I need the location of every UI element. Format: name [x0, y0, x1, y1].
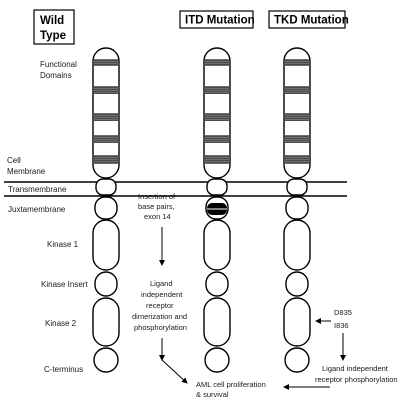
- receptor-tkd: [283, 47, 311, 373]
- arrow-dimerization-to-outcome: [161, 359, 188, 384]
- receptors: [92, 47, 311, 373]
- label-cell-membrane-1: Cell: [7, 156, 21, 165]
- kinase-2-domain: [203, 297, 231, 347]
- header-wild-type-line2: Type: [40, 30, 66, 42]
- header-wild-type-line1: Wild: [40, 15, 64, 27]
- dimerization-line-2: independent: [141, 290, 183, 299]
- kinase-2-domain: [92, 297, 120, 347]
- annotation-tkd-mutations: D835 I836: [334, 308, 352, 330]
- functional-band-4: [94, 135, 118, 143]
- label-functional-domains-2: Domains: [40, 71, 72, 80]
- c-terminus-domain: [284, 347, 310, 373]
- functional-band-3: [94, 113, 118, 121]
- functional-band-2: [94, 86, 118, 94]
- functional-band-3: [285, 113, 309, 121]
- outcome-line-1: AML cell proliferation: [196, 380, 266, 389]
- header-wild-type: Wild Type: [33, 9, 75, 45]
- receptor-itd: [203, 47, 231, 373]
- transmembrane-domain: [286, 178, 308, 196]
- itd-insertion-line-2: base pairs,: [138, 202, 175, 211]
- label-kinase-2: Kinase 2: [45, 319, 77, 328]
- kinase-1-domain: [92, 219, 120, 271]
- functional-band-5: [205, 155, 229, 164]
- label-cell-membrane-2: Membrane: [7, 167, 46, 176]
- header-itd-box: [179, 10, 254, 29]
- juxtamembrane-domain: [94, 196, 118, 220]
- dimerization-line-3: receptor: [146, 301, 174, 310]
- header-tkd-box: [268, 10, 346, 29]
- itd-insertion-line-3: exon 14: [144, 212, 171, 221]
- tkd-phosphorylation-line-2: receptor phosphorylation: [315, 375, 398, 384]
- header-itd: ITD Mutation: [179, 10, 255, 29]
- transmembrane-domain: [95, 178, 117, 196]
- kinase-insert-domain: [94, 271, 118, 297]
- itd-insertion-line-1: Insertion of: [138, 192, 176, 201]
- header-wild-type-box: [33, 9, 75, 45]
- transmembrane-domain: [206, 178, 228, 196]
- header-itd-label: ITD Mutation: [185, 15, 255, 27]
- tkd-mutation-d835: D835: [334, 308, 352, 317]
- header-tkd: TKD Mutation: [268, 10, 349, 29]
- header-tkd-label: TKD Mutation: [274, 15, 349, 27]
- tkd-phosphorylation-line-1: Ligand independent: [322, 364, 389, 373]
- dimerization-line-5: phosphorylation: [134, 323, 187, 332]
- functional-band-4: [285, 135, 309, 143]
- annotation-tkd-phosphorylation: Ligand independent receptor phosphorylat…: [315, 364, 398, 384]
- receptor-wild-type: [92, 47, 120, 373]
- label-kinase-1: Kinase 1: [47, 240, 79, 249]
- kinase-insert-domain: [285, 271, 309, 297]
- kinase-1-domain: [283, 219, 311, 271]
- dimerization-line-1: Ligand: [150, 279, 173, 288]
- tkd-mutation-i836: I836: [334, 321, 349, 330]
- functional-band-3: [205, 113, 229, 121]
- kinase-1-domain: [203, 219, 231, 271]
- annotation-itd-insertion: Insertion of base pairs, exon 14: [138, 192, 176, 221]
- annotation-ligand-dimerization: Ligand independent receptor dimerization…: [132, 279, 187, 332]
- functional-band-2: [285, 86, 309, 94]
- label-functional-domains-1: Functional: [40, 60, 77, 69]
- juxtamembrane-domain: [285, 196, 309, 220]
- annotation-outcome: AML cell proliferation & survival: [196, 380, 266, 399]
- label-kinase-insert: Kinase Insert: [41, 280, 88, 289]
- label-c-terminus: C-terminus: [44, 365, 83, 374]
- kinase-2-domain: [283, 297, 311, 347]
- dimerization-line-4: dimerization and: [132, 312, 187, 321]
- functional-band-4: [205, 135, 229, 143]
- label-juxtamembrane: Juxtamembrane: [8, 205, 66, 214]
- functional-band-5: [285, 155, 309, 164]
- outcome-line-2: & survival: [196, 390, 229, 399]
- domain-labels: Functional Domains Cell Membrane Transme…: [7, 60, 88, 374]
- kinase-insert-domain: [205, 271, 229, 297]
- label-transmembrane: Transmembrane: [8, 185, 67, 194]
- c-terminus-domain: [93, 347, 119, 373]
- functional-band-2: [205, 86, 229, 94]
- c-terminus-domain: [204, 347, 230, 373]
- functional-band-5: [94, 155, 118, 164]
